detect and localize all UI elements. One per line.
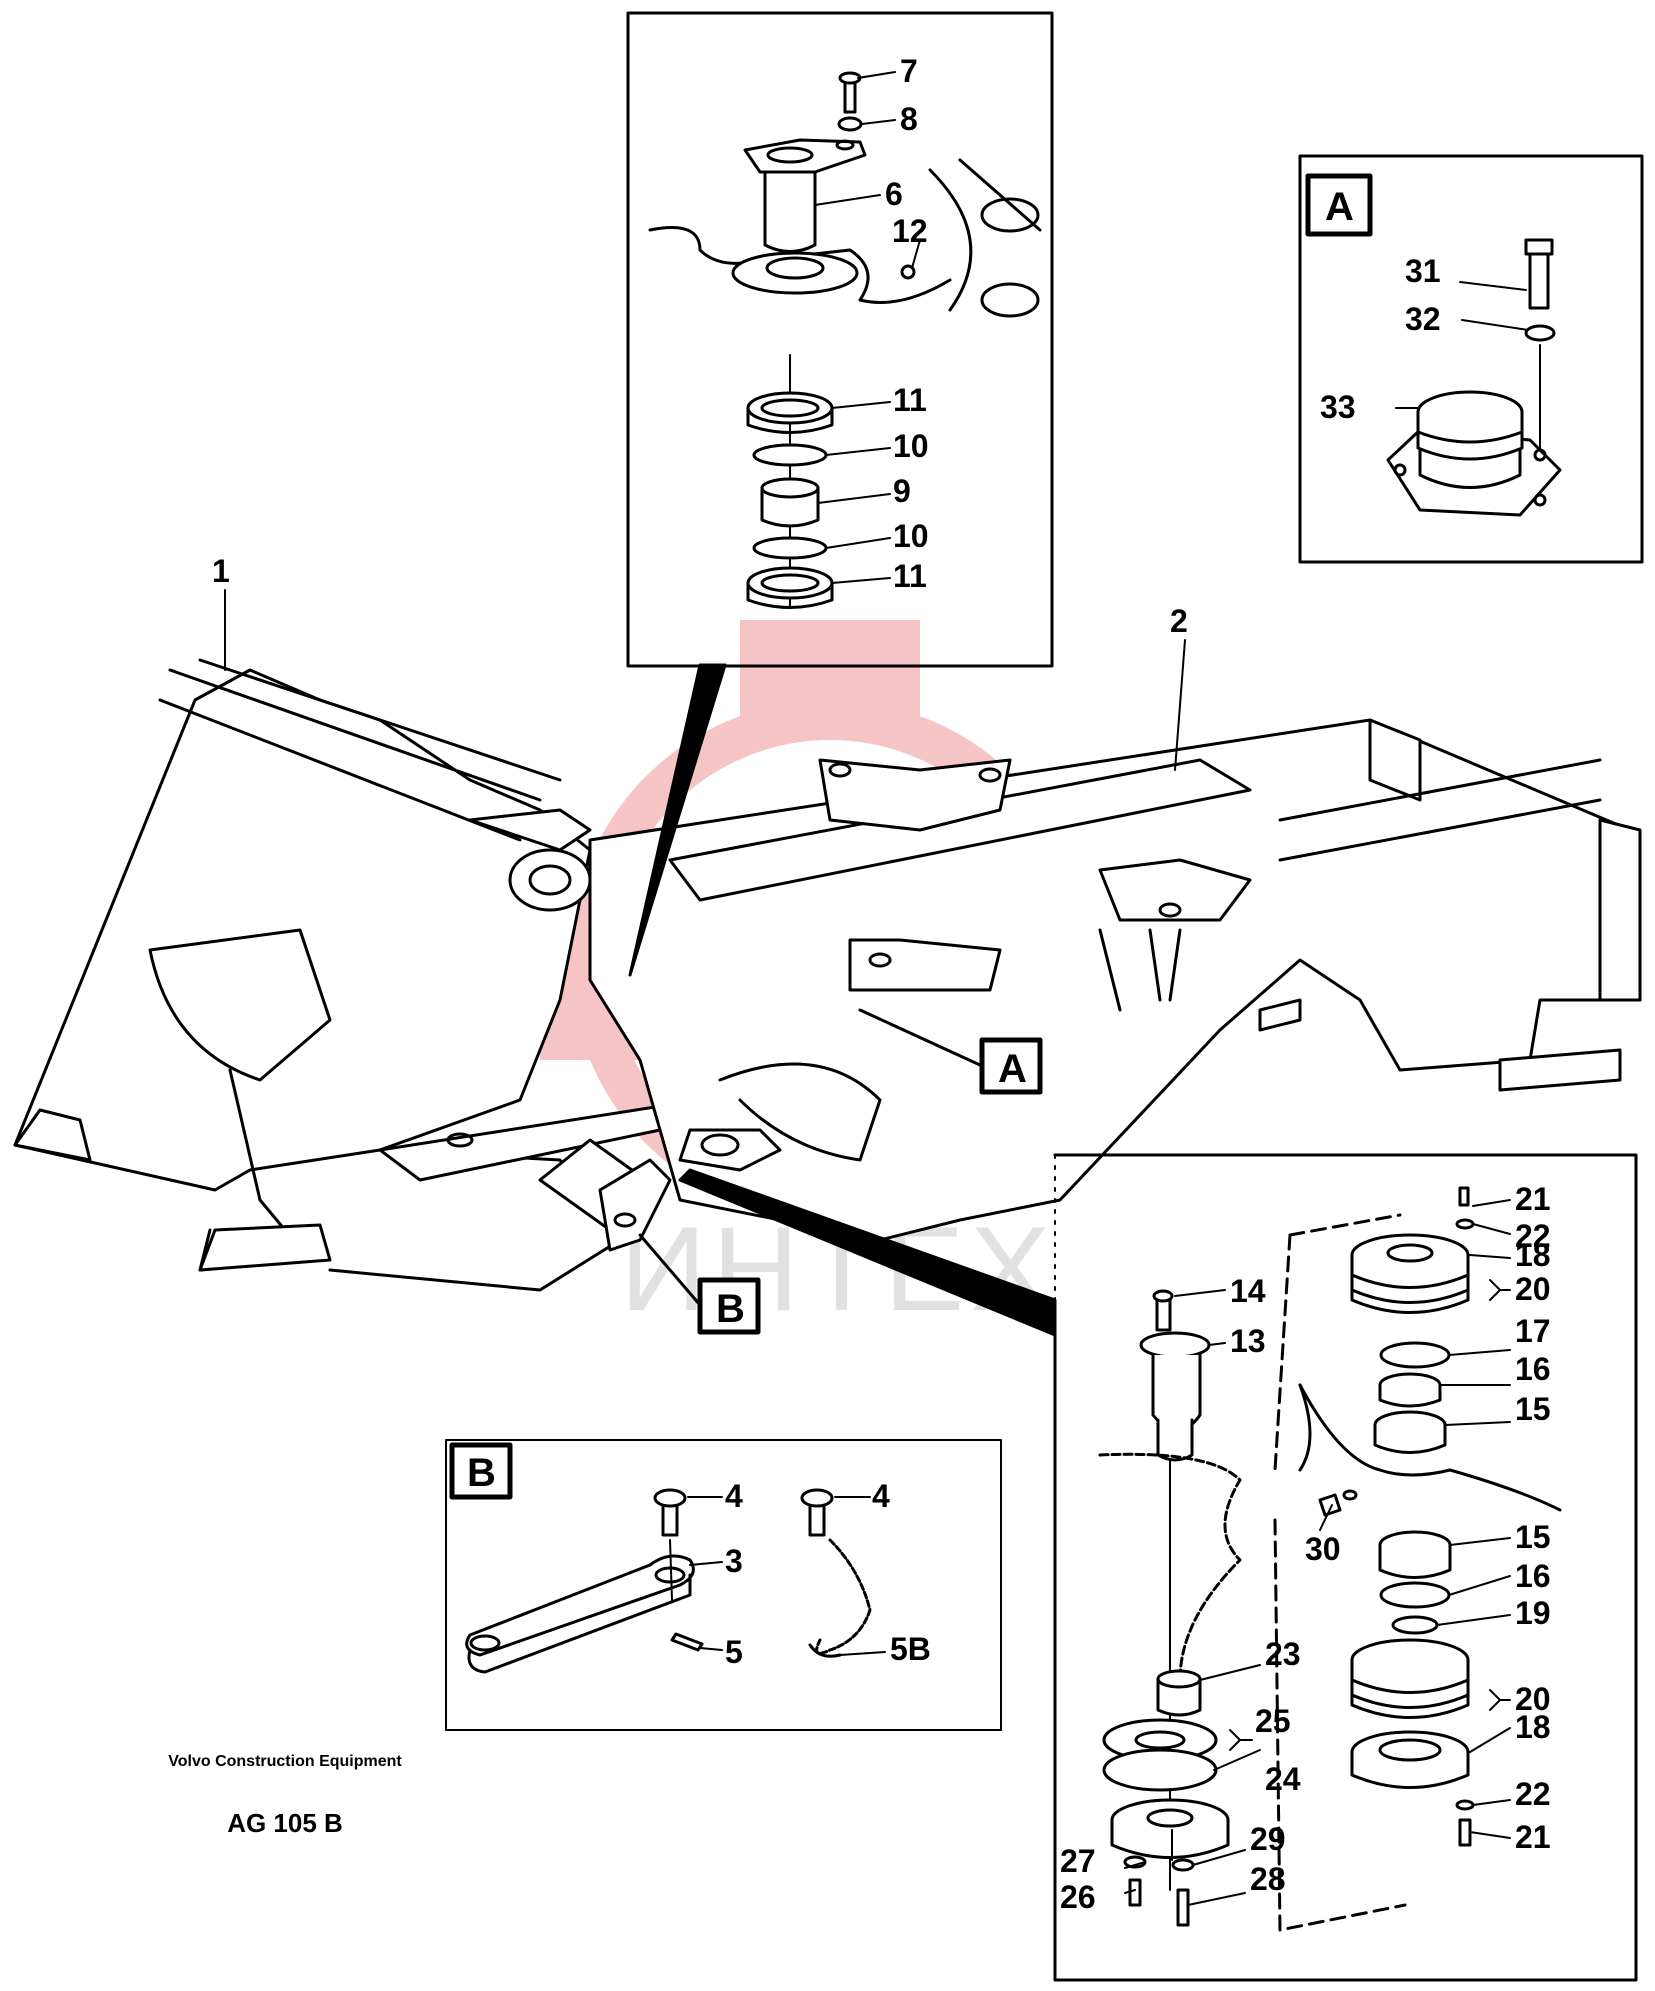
top-inset-labels: 7 8 6 12 11 10 9 10 11 [885, 53, 929, 594]
callout-label: 4 [872, 1478, 890, 1514]
inset-a-parts [1386, 238, 1562, 517]
leader-2 [1174, 639, 1186, 771]
callout-label: 26 [1060, 1879, 1096, 1915]
inset-b-frame [445, 1439, 1002, 1731]
inset-a-frame [1298, 154, 1644, 564]
callout-label: 31 [1405, 253, 1441, 289]
top-inset-frame [626, 11, 1054, 668]
main-labels: 1 2 [212, 553, 1188, 639]
footer-company: Volvo Construction Equipment [168, 1753, 402, 1770]
callout-label: 32 [1405, 301, 1441, 337]
callout-label: 15 [1515, 1519, 1551, 1555]
callout-label: 2 [1170, 603, 1188, 639]
callout-label: 8 [900, 101, 918, 137]
callout-label: 30 [1305, 1531, 1341, 1567]
callout-label: 9 [893, 473, 911, 509]
callout-label: 29 [1250, 1821, 1286, 1857]
callout-label: 18 [1515, 1709, 1551, 1745]
callout-label: 7 [900, 53, 918, 89]
pointer-line-b [638, 1233, 702, 1307]
callout-label: 6 [885, 176, 903, 212]
top-inset-parts [648, 71, 1042, 609]
callout-label: 24 [1265, 1761, 1301, 1797]
callout-label: 17 [1515, 1313, 1551, 1349]
pointer-tag-b: B [716, 1287, 745, 1331]
inset-a-tag-box [1305, 173, 1373, 237]
callout-label: 21 [1515, 1819, 1551, 1855]
pointer-tag-a-box [979, 1037, 1043, 1095]
callout-label: 21 [1515, 1181, 1551, 1217]
front-frame-drawing [13, 658, 702, 1292]
callout-label: 25 [1255, 1703, 1291, 1739]
callout-label: 1 [212, 553, 230, 589]
inset-b-labels: B 4 3 5 4 5B [467, 1451, 931, 1670]
callout-label: 16 [1515, 1351, 1551, 1387]
callout-label: 33 [1320, 389, 1356, 425]
callout-label: 18 [1515, 1237, 1551, 1273]
inset-b-tag-box [449, 1442, 513, 1500]
callout-label: 15 [1515, 1391, 1551, 1427]
callout-label: 10 [893, 518, 929, 554]
rear-frame-drawing [588, 718, 1642, 1242]
inset-b-tag: B [467, 1451, 496, 1495]
callout-label: 23 [1265, 1636, 1301, 1672]
callout-label: 22 [1515, 1218, 1551, 1254]
callout-label: 13 [1230, 1323, 1266, 1359]
callout-label: 12 [892, 213, 928, 249]
callout-label: 5B [890, 1631, 931, 1667]
callout-label: 10 [893, 428, 929, 464]
drag-link-drawing [598, 1158, 672, 1252]
pointer-tag-labels: A B [716, 1047, 1027, 1331]
callout-label: 4 [725, 1478, 743, 1514]
callout-label: 11 [893, 558, 927, 594]
callout-label: 27 [1060, 1843, 1096, 1879]
callout-label: 14 [1230, 1273, 1266, 1309]
pointer-line-a [858, 1008, 982, 1067]
pointer-tag-b-box [697, 1277, 761, 1335]
callout-label: 28 [1250, 1861, 1286, 1897]
footer-code: AG 105 B [227, 1808, 343, 1838]
hinge-inset-labels: 21 22 18 20 17 14 13 16 15 15 30 16 19 2… [1060, 1181, 1551, 1915]
callout-label: 11 [893, 382, 927, 418]
pointer-tag-a: A [998, 1047, 1027, 1091]
inset-a-tag: A [1325, 185, 1354, 229]
inset-a-labels: A 31 32 33 [1320, 185, 1441, 425]
hinge-inset-frame [1053, 1153, 1638, 1982]
callout-label: 5 [725, 1634, 743, 1670]
callout-label: 16 [1515, 1558, 1551, 1594]
callout-label: 20 [1515, 1681, 1551, 1717]
hinge-inset-parts [1098, 1186, 1562, 1932]
callout-label: 22 [1515, 1776, 1551, 1812]
callout-label: 19 [1515, 1595, 1551, 1631]
inset-b-parts [465, 1488, 886, 1674]
callout-label: 20 [1515, 1271, 1551, 1307]
callout-label: 3 [725, 1543, 743, 1579]
